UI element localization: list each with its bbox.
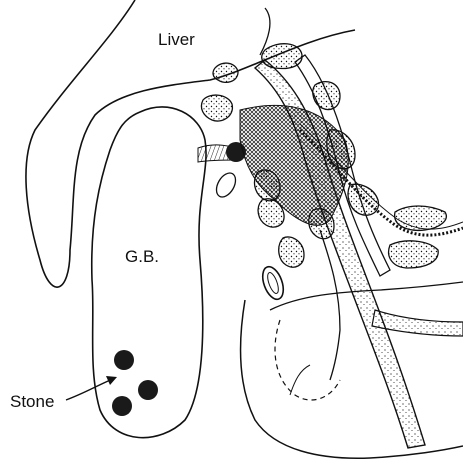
stone-label: Stone bbox=[10, 392, 54, 411]
cystic-duct-opening bbox=[213, 170, 240, 201]
duct-ring bbox=[259, 264, 288, 302]
lymph-node bbox=[395, 206, 447, 230]
stone-arrow bbox=[66, 378, 115, 400]
branch-vessel bbox=[290, 365, 310, 395]
gallstone bbox=[112, 396, 132, 416]
lymph-node bbox=[313, 82, 340, 110]
lymph-node bbox=[279, 237, 304, 267]
lymph-node bbox=[201, 95, 232, 121]
gallstone bbox=[138, 380, 158, 400]
lymph-node bbox=[213, 63, 238, 82]
gallstone bbox=[114, 350, 134, 370]
lymph-node bbox=[389, 241, 439, 268]
gallbladder-label: G.B. bbox=[125, 247, 159, 266]
liver-label: Liver bbox=[158, 30, 195, 49]
pancreas-head bbox=[275, 320, 340, 400]
